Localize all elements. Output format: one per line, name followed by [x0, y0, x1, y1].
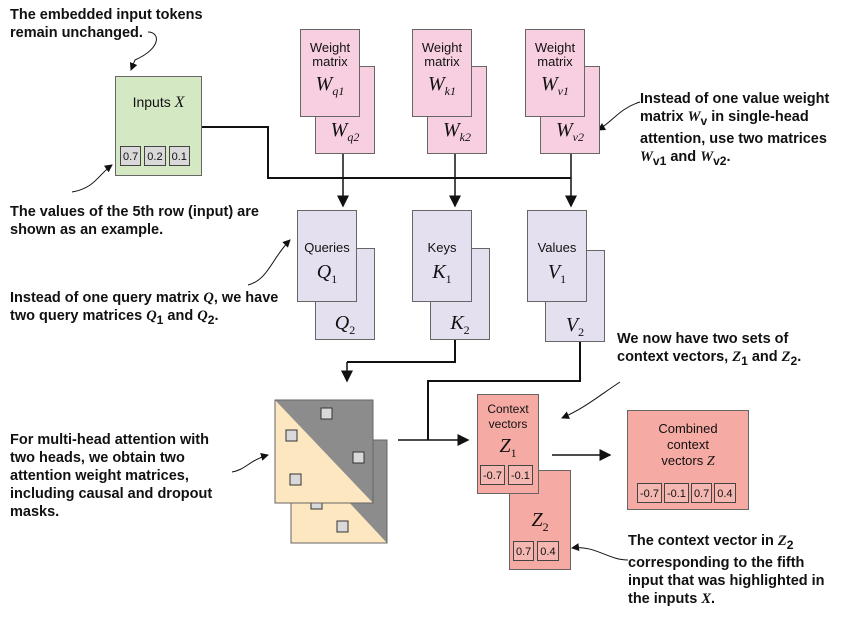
input-value: 0.1 [168, 146, 190, 166]
z1-value: -0.1 [507, 465, 533, 485]
z2-value: 0.7 [513, 541, 535, 561]
dropout-cell [320, 407, 333, 420]
keys-matrix-1: Keys K1 [412, 210, 472, 302]
pointer-multihead [231, 453, 269, 473]
weight-matrix-v1: Weight matrix Wv1 [525, 29, 585, 117]
combined-context-vectors: Combined context vectors Z -0.7 -0.1 0.7… [627, 410, 749, 510]
weight-matrix-k1: Weight matrix Wk1 [412, 29, 472, 117]
input-value: 0.7 [120, 146, 142, 166]
dropout-cell [285, 429, 298, 442]
note-query-matrices: Instead of one query matrix Q, we have t… [10, 290, 279, 327]
z2-value: 0.4 [537, 541, 559, 561]
context-vectors-z2: Z2 0.7 0.4 [509, 470, 571, 570]
z2-values: 0.7 0.4 [513, 541, 559, 561]
z1-values: -0.7 -0.1 [480, 465, 533, 485]
queries-matrix-1: Queries Q1 [297, 210, 357, 302]
values-to-context-line [427, 342, 581, 440]
note-value-matrices: Instead of one value weight matrix Wv in… [640, 91, 830, 168]
combined-value: 0.4 [714, 483, 736, 503]
pointer-value [597, 101, 641, 131]
combined-value: 0.7 [690, 483, 713, 503]
weight-matrix-q1: Weight matrix Wq1 [300, 29, 360, 117]
combined-value: -0.7 [637, 483, 662, 503]
note-embedded-inputs: The embedded input tokens remain unchang… [10, 7, 203, 41]
note-context-vector: The context vector in Z2 corresponding t… [628, 533, 825, 607]
pointer-row [71, 164, 113, 193]
note-multihead: For multi-head attention with two heads,… [10, 432, 213, 520]
input-value: 0.2 [144, 146, 166, 166]
values-matrix-1: Values V1 [527, 210, 587, 302]
combined-values: -0.7 -0.1 0.7 0.4 [637, 483, 736, 503]
dropout-cell [289, 473, 302, 486]
context-vectors-z1: Context vectors Z1 -0.7 -0.1 [477, 394, 539, 494]
input-to-bus-line [202, 126, 571, 179]
input-row-values: 0.7 0.2 0.1 [120, 146, 190, 166]
combined-value: -0.1 [663, 483, 689, 503]
note-two-sets: We now have two sets of context vectors,… [617, 331, 802, 368]
pointer-context-vec [571, 543, 629, 561]
attention-matrix-1 [274, 399, 374, 504]
inputs-label: Inputs X [132, 94, 185, 111]
dropout-cell [352, 451, 365, 464]
pointer-embedded [129, 31, 157, 71]
inputs-box: Inputs X 0.7 0.2 0.1 [115, 76, 202, 176]
note-row-example: The values of the 5th row (input) are sh… [10, 204, 259, 238]
z1-value: -0.7 [480, 465, 505, 485]
dropout-cell [336, 520, 349, 533]
pointer-two-sets [561, 381, 621, 419]
qk-merge-line [347, 340, 456, 363]
pointer-query [247, 239, 291, 286]
